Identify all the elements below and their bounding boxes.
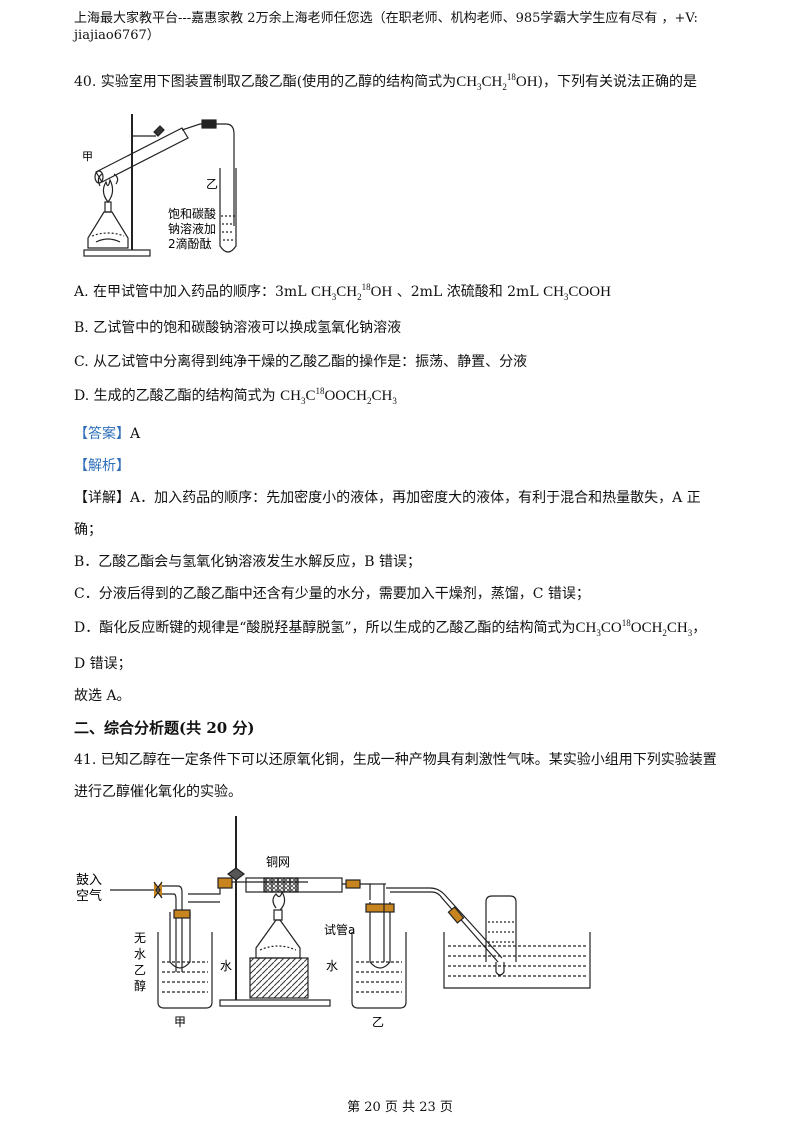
q40-stem-a: 实验室用下图装置制取乙酸乙酯(使用的乙醇的结构简式为 [100,74,457,90]
label-sol-2: 钠溶液加 [168,221,216,236]
option-a-ethanol: CH3CH218OH [310,282,393,302]
answer-label: 【答案】 [74,426,130,442]
detail-d-suffix: ， [692,620,707,636]
q41-line-2: 进行乙醇催化氧化的实验。 [74,784,242,800]
label-test-tube-a: 试管a [324,922,355,937]
header-line-1: 上海最大家教平台---嘉惠家教 2万余上海老师任您选（在职老师、机构老师、985… [74,11,698,26]
detail-line-2: 确； [74,522,102,538]
detail-b: B．乙酸乙酯会与氢氧化钠溶液发生水解反应，B 错误； [74,554,422,570]
q40-stem: 40. 实验室用下图装置制取乙酸乙酯(使用的乙醇的结构简式为CH3CH218OH… [74,72,697,92]
page-footer: 第 20 页 共 23 页 [347,1100,453,1115]
detail-line-1: 【详解】A．加入药品的顺序：先加密度小的液体，再加密度大的液体，有利于混合和热量… [74,490,701,506]
q41-line-1: 41. 已知乙醇在一定条件下可以还原氧化铜，生成一种产物具有刺激性气味。某实验小… [74,752,717,768]
label-jia-2: 甲 [174,1015,186,1029]
label-sol-1: 饱和碳酸 [168,206,216,221]
ester-apparatus-figure: 甲 乙 饱和碳酸 钠溶液加 2滴酚酞 [82,114,237,257]
label-anhydrous-4: 醇 [134,978,146,993]
option-a-acid: CH3COOH [543,284,611,302]
page-header: 上海最大家教平台---嘉惠家教 2万余上海老师任您选（在职老师、机构老师、985… [74,10,734,44]
option-c: C. 从乙试管中分离得到纯净干燥的乙酸乙酯的操作是：振荡、静置、分液 [74,354,528,370]
option-d: D. 生成的乙酸乙酯的结构简式为 CH3C18OOCH2CH3 [74,386,397,406]
option-a-mid: 、2mL 浓硫酸和 2mL [396,284,539,300]
oxidation-apparatus-figure: 鼓入 空气 铜网 试管a 无 水 乙 醇 水 水 甲 乙 [76,816,591,1029]
analysis-label: 【解析】 [74,458,130,474]
section-title: 二、综合分析题(共 20 分) [74,719,255,737]
q40-stem-b: )，下列有关说法正确的是 [537,74,698,90]
option-d-formula: CH3C18OOCH2CH3 [280,386,397,406]
answer-value: A [130,426,141,442]
label-air-2: 空气 [76,888,102,904]
answer-line: 【答案】A [74,424,140,444]
detail-d: D．酯化反应断键的规律是“酸脱羟基醇脱氢”，所以生成的乙酸乙酯的结构简式为CH3… [74,618,706,638]
label-copper-mesh: 铜网 [266,854,290,869]
option-a-prefix: A. 在甲试管中加入药品的顺序：3mL [74,284,307,300]
option-a: A. 在甲试管中加入药品的顺序：3mL CH3CH218OH 、2mL 浓硫酸和… [74,282,611,302]
label-sol-3: 2滴酚酞 [168,236,212,251]
label-water-2: 水 [326,959,338,973]
option-b: B. 乙试管中的饱和碳酸钠溶液可以换成氢氧化钠溶液 [74,320,402,336]
label-anhydrous-3: 乙 [134,963,146,977]
q40-number: 40. [74,74,97,90]
detail-d-2: D 错误； [74,656,132,672]
conclusion: 故选 A。 [74,688,131,704]
label-yi-2: 乙 [372,1015,384,1029]
label-anhydrous-1: 无 [134,931,146,945]
ethanol-formula: CH3CH218OH [456,72,538,92]
label-anhydrous-2: 水 [134,947,146,961]
label-yi: 乙 [206,177,218,191]
option-d-prefix: D. 生成的乙酸乙酯的结构简式为 [74,388,276,404]
detail-d-formula: CH3CO18OCH2CH3 [575,618,693,638]
label-water-1: 水 [220,959,232,973]
header-line-2: jiajiao6767） [74,28,160,43]
detail-d-prefix: D．酯化反应断键的规律是“酸脱羟基醇脱氢”，所以生成的乙酸乙酯的结构简式为 [74,620,576,636]
label-jia: 甲 [82,150,93,163]
detail-c: C．分液后得到的乙酸乙酯中还含有少量的水分，需要加入干燥剂，蒸馏，C 错误； [74,586,590,602]
label-air-1: 鼓入 [76,873,102,888]
